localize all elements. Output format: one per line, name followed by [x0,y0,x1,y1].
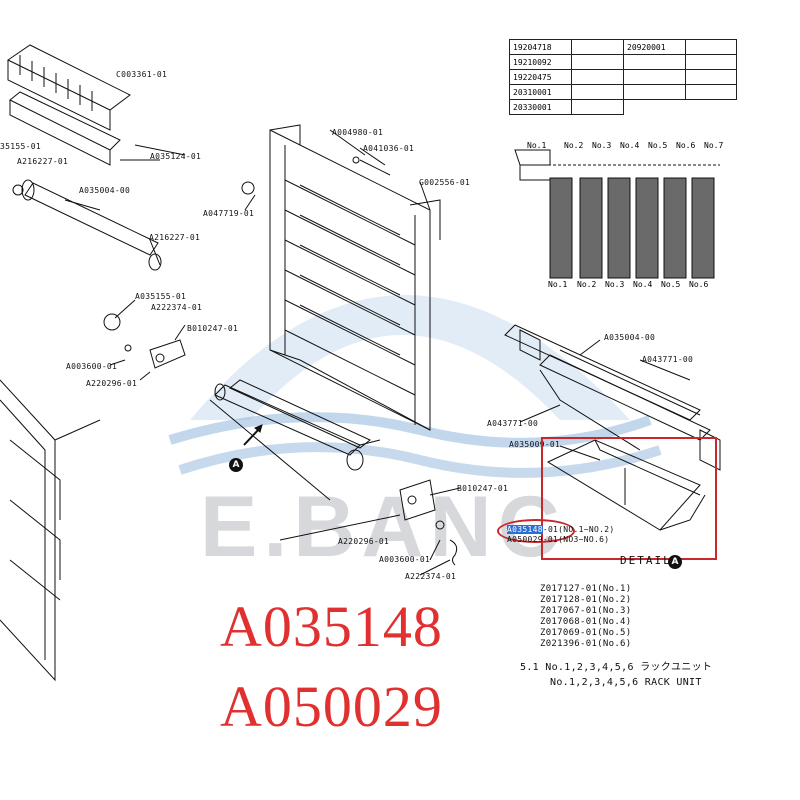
rack-number-top: No.1 [527,141,547,150]
part-label: 35155-01 [0,142,41,151]
detail-sheet [546,439,706,531]
part-label: A043771-00 [642,355,694,364]
detail-line-1: A035148-01(NO.1~NO.2) [507,525,614,534]
rack-number-bottom: No.2 [577,280,597,289]
z-list-item: Z017069-01(No.5) [540,628,632,638]
z-list-item: Z017127-01(No.1) [540,584,632,594]
rack-number-bottom: No.6 [689,280,709,289]
part-label: A222374-01 [151,303,203,312]
part-label: A222374-01 [405,572,457,581]
z-list-item: Z017128-01(No.2) [540,595,632,605]
rack-number-bottom: No.5 [661,280,681,289]
part-label: A035004-00 [604,333,656,342]
detail-highlight-box [541,437,717,560]
part-label: A003600-01 [66,362,118,371]
right-bracket [399,479,436,521]
detail-highlighted-code: A035148 [507,525,543,534]
rack-number-bottom: No.3 [605,280,625,289]
part-label: C003361-01 [116,70,168,79]
center-roller-unit [209,379,381,501]
part-label: A035124-01 [150,152,202,161]
right-roller-unit [504,324,721,471]
rack-title-jp: 5.1 No.1,2,3,4,5,6 ラックユニット [520,662,713,673]
left-roller [12,179,162,271]
part-label: B010247-01 [457,484,509,493]
part-label: A035155-01 [135,292,187,301]
rack-number-top: No.7 [704,141,724,150]
rack-title-en: No.1,2,3,4,5,6 RACK UNIT [550,677,702,688]
z-list-item: Z017068-01(No.4) [540,617,632,627]
left-bracket [149,339,186,369]
rack-number-top: No.2 [564,141,584,150]
rack-number-top: No.3 [592,141,612,150]
detail-line-2: A050029-01(NO3~NO.6) [507,535,610,544]
detail-line-1-rest: -01(NO.1~NO.2) [542,525,615,534]
rack-number-bottom: No.4 [633,280,653,289]
part-label: A216227-01 [149,233,201,242]
part-label: A004980-01 [332,128,384,137]
part-label: A220296-01 [338,537,390,546]
detail-marker-a: A [229,458,243,472]
part-label: A043771-00 [487,419,539,428]
detail-label: DETAIL [620,554,672,567]
part-label: A047719-01 [203,209,255,218]
z-list-item: Z017067-01(No.3) [540,606,632,616]
part-highlight-ellipse [497,519,575,543]
part-label: A035009-01 [509,440,561,449]
part-label: A220296-01 [86,379,138,388]
z-list-item: Z021396-01(No.6) [540,639,632,649]
rack-number-top: No.5 [648,141,668,150]
big-part-code: A050029 [220,674,443,739]
part-label: A041036-01 [363,144,415,153]
part-label: A003600-01 [379,555,431,564]
top-left-bracket [7,44,131,166]
big-part-code: A035148 [220,594,443,659]
left-frame [0,379,101,682]
detail-marker-a-right: A [668,555,682,569]
part-label: A216227-01 [17,157,69,166]
rack-number-bottom: No.1 [548,280,568,289]
rack-number-top: No.4 [620,141,640,150]
center-rack [269,124,441,431]
part-label: A035004-00 [79,186,131,195]
part-label: G002556-01 [419,178,471,187]
part-label: B010247-01 [187,324,239,333]
rack-number-top: No.6 [676,141,696,150]
